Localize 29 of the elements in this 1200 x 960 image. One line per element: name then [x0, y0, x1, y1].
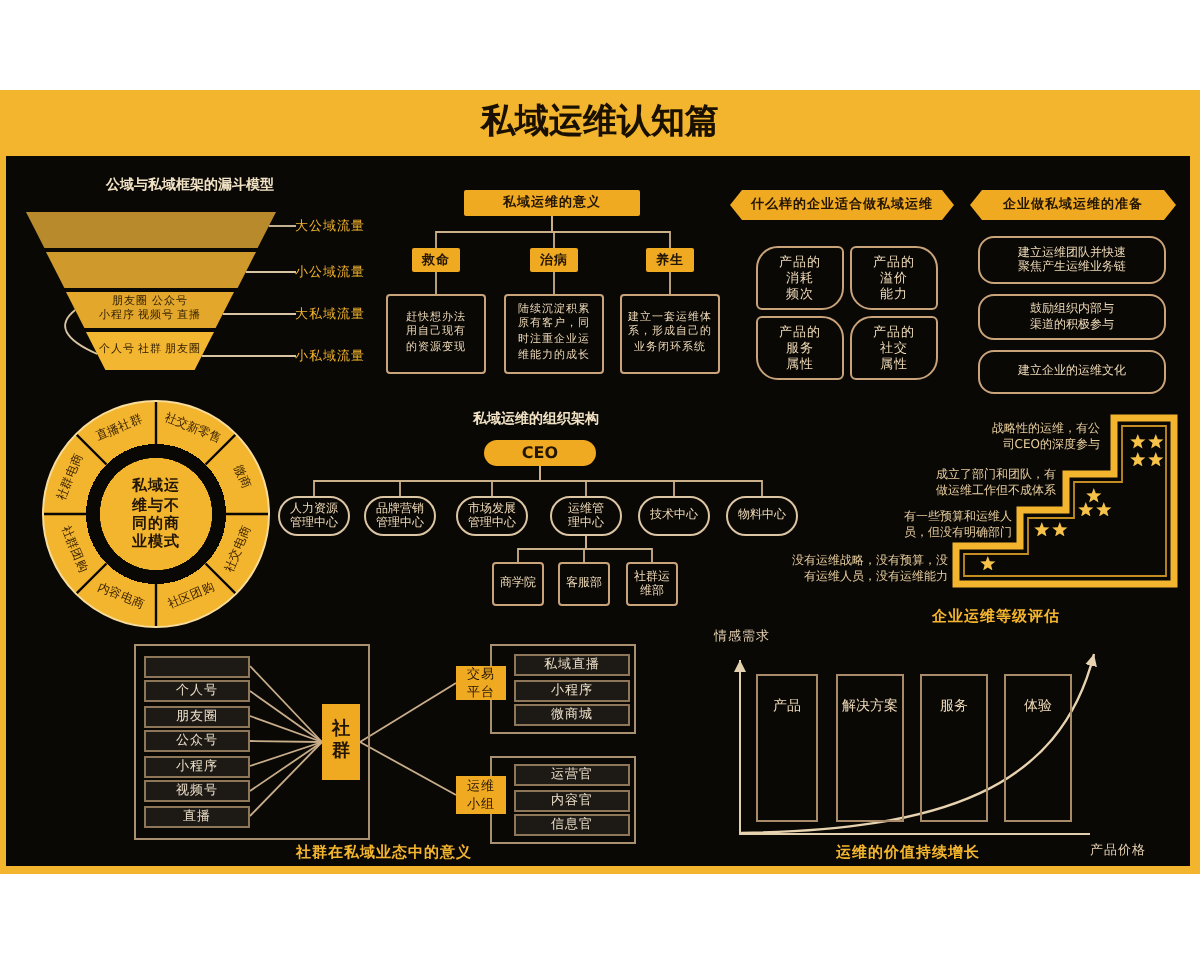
connector [64, 309, 99, 355]
leader-line [267, 225, 297, 227]
title: 私域运维认知篇 [481, 104, 719, 144]
connector [249, 740, 323, 743]
leader-line [200, 355, 297, 357]
leader-line [244, 271, 297, 273]
funnel-layer [26, 212, 276, 248]
connector [249, 690, 323, 743]
connector [585, 535, 653, 563]
connector [669, 271, 671, 295]
connector [359, 741, 457, 796]
hub-box: 社群 [322, 704, 360, 780]
connector [435, 271, 437, 295]
group-frame [490, 756, 636, 844]
leader-line [221, 313, 297, 315]
connector [249, 741, 323, 792]
funnel-layer [46, 252, 256, 288]
list-frame [134, 644, 370, 840]
role-pill: CEO [484, 440, 596, 466]
connector [551, 215, 671, 249]
connector [249, 715, 323, 743]
connector [539, 465, 763, 497]
connector [359, 682, 457, 743]
connector [249, 741, 323, 767]
connector [249, 741, 323, 817]
connector [553, 271, 555, 295]
connector [249, 665, 323, 743]
list-row [144, 655, 250, 677]
group-frame [490, 644, 636, 734]
